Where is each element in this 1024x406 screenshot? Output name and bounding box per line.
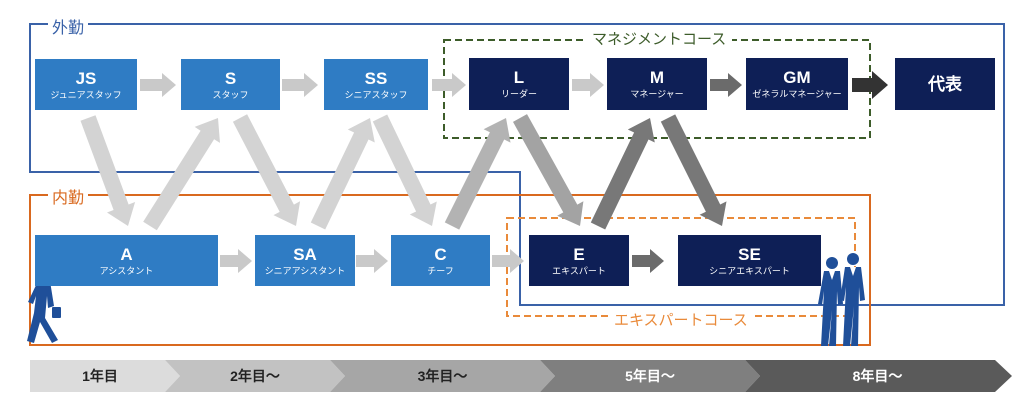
office-zone-label: 内勤	[48, 190, 89, 208]
arrow-gm-rep	[852, 71, 888, 99]
node-sa-sub: シニアアシスタント	[264, 265, 346, 276]
node-a-sub: アシスタント	[99, 265, 154, 276]
node-l-code: L	[513, 68, 525, 87]
arrow-ss-c	[372, 114, 437, 226]
node-gm: GM ゼネラルマネージャー	[746, 58, 848, 110]
two-businessmen-icon	[818, 253, 865, 346]
arrow-a-s	[143, 118, 220, 231]
field-zone-label: 外勤	[48, 20, 89, 38]
node-se-code: SE	[738, 244, 761, 264]
arrow-m-gm	[710, 73, 742, 97]
node-sa-code: SA	[293, 244, 317, 264]
arrow-sa-c	[356, 249, 388, 273]
node-ss-sub: シニアスタッフ	[344, 89, 408, 100]
field-zone-outline	[29, 23, 1005, 306]
node-a: A アシスタント	[35, 235, 218, 286]
node-s: S スタッフ	[181, 59, 280, 110]
node-c-code: C	[434, 244, 447, 264]
arrow-js-s	[140, 73, 176, 97]
timeline-step-5	[745, 360, 1012, 392]
node-l-sub: リーダー	[500, 89, 537, 99]
arrow-js-a	[80, 115, 136, 226]
timeline-label-4: 5年目〜	[625, 368, 675, 384]
node-rep-code: 代表	[928, 74, 962, 94]
node-e-code: E	[573, 244, 585, 264]
arrow-l-m	[572, 73, 604, 97]
timeline-step-2	[165, 360, 345, 392]
arrow-c-e	[492, 249, 524, 273]
node-ss: SS シニアスタッフ	[324, 59, 428, 110]
node-gm-code: GM	[783, 68, 811, 87]
office-zone-outline	[29, 194, 871, 346]
node-m-code: M	[649, 68, 665, 87]
node-e-sub: エキスパート	[552, 265, 606, 276]
node-se: SE シニアエキスパート	[678, 235, 821, 286]
diagonal-arrows	[80, 114, 727, 231]
arrow-a-sa	[220, 249, 252, 273]
node-c-sub: チーフ	[427, 265, 454, 276]
node-m: M マネージャー	[607, 58, 707, 110]
expert-course-label: エキスパートコース	[608, 312, 754, 330]
timeline-label-3: 3年目〜	[417, 368, 468, 384]
arrow-s-ss	[282, 73, 318, 97]
node-e: E エキスパート	[529, 235, 629, 286]
node-js-code: JS	[75, 68, 97, 88]
node-rep: 代表	[895, 58, 995, 110]
arrow-c-l	[444, 118, 511, 230]
node-sa: SA シニアアシスタント	[255, 235, 355, 286]
node-js-sub: ジュニアスタッフ	[50, 89, 122, 100]
timeline-step-1	[30, 360, 180, 392]
timeline-label-1: 1年目	[82, 368, 118, 384]
arrow-l-e	[513, 114, 584, 226]
node-a-code: A	[120, 244, 133, 264]
node-c: C チーフ	[391, 235, 490, 286]
timeline-step-4	[540, 360, 760, 392]
node-s-sub: スタッフ	[212, 89, 249, 100]
node-gm-sub: ゼネラルマネージャー	[752, 89, 842, 99]
timeline-step-3	[330, 360, 555, 392]
node-js: JS ジュニアスタッフ	[35, 59, 137, 110]
timeline-label-5: 8年目〜	[852, 368, 903, 384]
arrow-m-se	[660, 114, 727, 226]
management-course-label: マネジメントコース	[586, 31, 733, 49]
node-se-sub: シニアエキスパート	[709, 265, 790, 276]
node-ss-code: SS	[364, 68, 388, 88]
timeline-label-2: 2年目〜	[230, 368, 280, 384]
node-m-sub: マネージャー	[630, 89, 684, 99]
arrow-e-se	[632, 249, 664, 273]
arrow-sa-ss	[310, 118, 375, 230]
node-s-code: S	[224, 68, 237, 88]
node-l: L リーダー	[469, 58, 569, 110]
arrow-ss-l	[432, 73, 466, 97]
arrow-s-sa	[232, 114, 301, 226]
arrow-e-m	[590, 118, 655, 230]
